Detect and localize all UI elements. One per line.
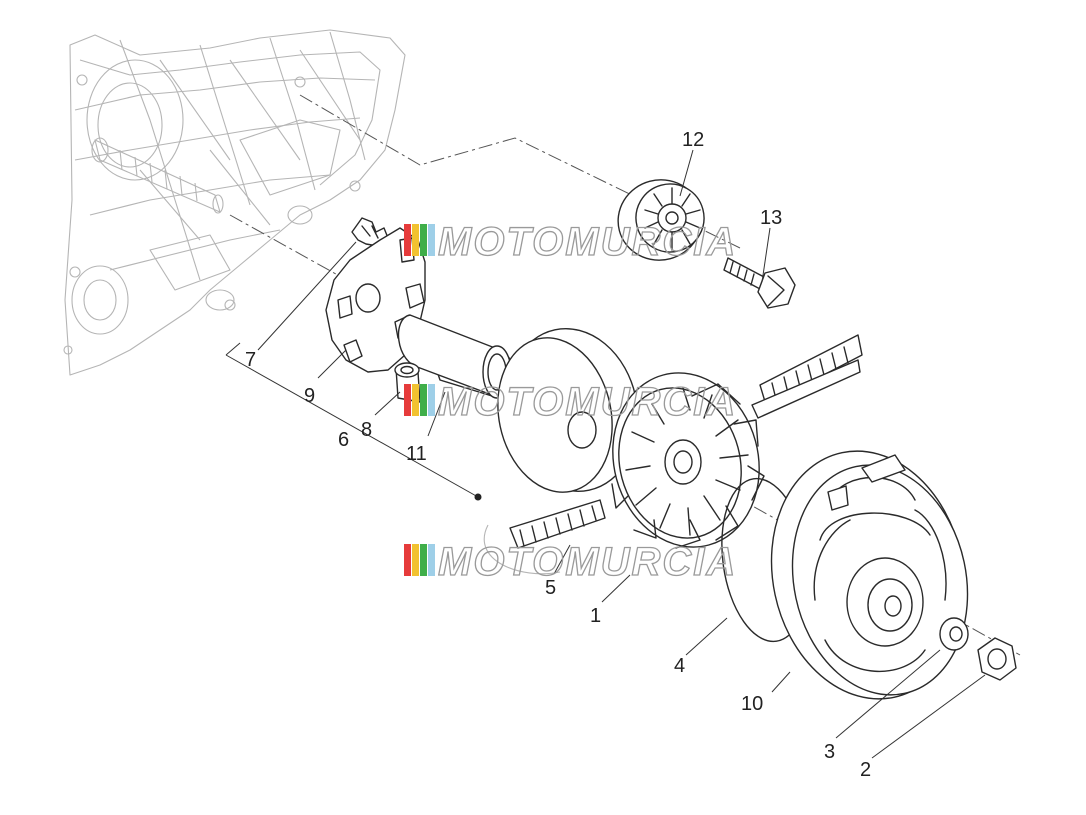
- callout-11: 11: [406, 443, 427, 465]
- callout-6: 6: [338, 429, 349, 451]
- leader-lines: [257, 149, 986, 759]
- watermark-stripe-yellow: [412, 224, 419, 256]
- part-3-washer: [939, 617, 969, 651]
- callout-8: 8: [361, 419, 372, 441]
- part-12-roller-pulley: [617, 179, 705, 261]
- callout-labels: 1 2 3 4 5 6 7 8 9 10 11 12 13: [245, 129, 871, 781]
- callout-12: 12: [682, 129, 704, 151]
- watermark-1: MOTOMURCIA: [404, 219, 737, 265]
- callout-4: 4: [674, 655, 685, 677]
- watermark-text: MOTOMURCIA: [438, 540, 737, 584]
- watermark-stripe-green: [420, 544, 427, 576]
- watermark-stripe-yellow: [412, 384, 419, 416]
- pulley-half-disc: [497, 327, 639, 493]
- callout-2: 2: [860, 759, 871, 781]
- part-6-group-bracket: [225, 342, 482, 501]
- callout-9: 9: [304, 385, 315, 407]
- callout-5: 5: [545, 577, 556, 599]
- part-2-nut: [977, 637, 1017, 681]
- crankcase-housing: [63, 29, 406, 376]
- watermark-stripe-blue: [428, 384, 435, 416]
- callout-3: 3: [824, 741, 835, 763]
- watermark-stripe-red: [404, 384, 411, 416]
- watermark-stripe-yellow: [412, 544, 419, 576]
- watermark-stripe-blue: [428, 544, 435, 576]
- callout-10: 10: [741, 693, 763, 715]
- watermark-stripe-red: [404, 544, 411, 576]
- callout-13: 13: [760, 207, 782, 229]
- watermark-text: MOTOMURCIA: [438, 220, 737, 264]
- callout-7: 7: [245, 349, 256, 371]
- watermark-stripe-green: [420, 224, 427, 256]
- watermark-stripe-blue: [428, 224, 435, 256]
- watermark-stripe-green: [420, 384, 427, 416]
- callout-1: 1: [590, 605, 601, 627]
- part-5-drive-belt: [483, 334, 863, 575]
- part-11-bushing: [397, 314, 516, 401]
- watermark-3: MOTOMURCIA: [404, 539, 737, 585]
- watermark-2: MOTOMURCIA: [404, 379, 737, 425]
- part-13-bolt: [723, 257, 796, 309]
- part-10-clutch-plate: [770, 450, 969, 700]
- part-7-slider-clip: [351, 217, 389, 247]
- part-1-fan-pulley: [611, 372, 765, 549]
- watermark-stripe-red: [404, 224, 411, 256]
- watermark-text: MOTOMURCIA: [438, 380, 737, 424]
